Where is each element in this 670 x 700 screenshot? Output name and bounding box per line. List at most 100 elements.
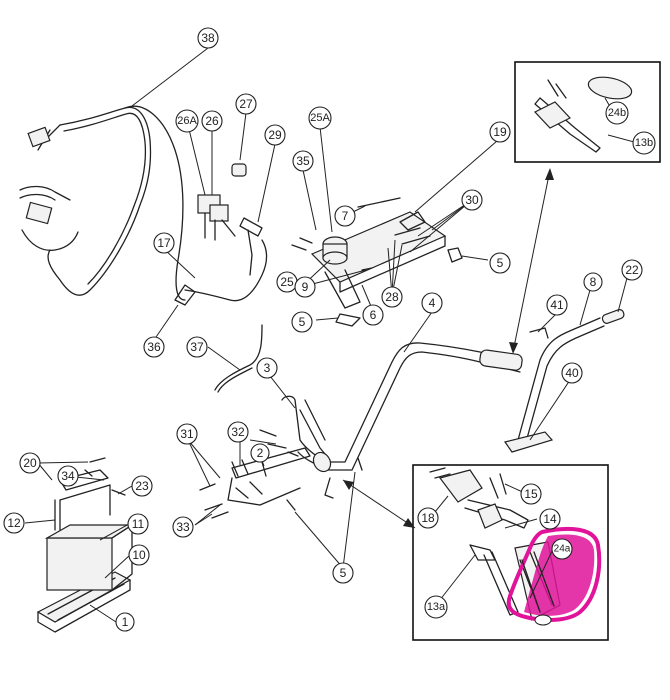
callout-label: 2 bbox=[257, 446, 264, 460]
callout-26A: 26A bbox=[175, 109, 199, 133]
callout-label: 17 bbox=[157, 236, 171, 250]
callout-label: 10 bbox=[132, 548, 146, 562]
callout-label: 23 bbox=[135, 479, 149, 493]
callout-2: 2 bbox=[250, 443, 270, 463]
callout-label: 13a bbox=[427, 601, 446, 613]
callout-label: 25 bbox=[280, 275, 294, 289]
callout-13a: 13a bbox=[424, 595, 448, 619]
callout-label: 15 bbox=[524, 487, 538, 501]
callout-30: 30 bbox=[461, 189, 483, 211]
callout-4: 4 bbox=[421, 292, 443, 314]
inset-throttle-detail bbox=[412, 464, 609, 641]
callout-28: 28 bbox=[381, 286, 403, 308]
callout-5-c: 5 bbox=[332, 562, 354, 584]
callout-label: 37 bbox=[190, 340, 204, 354]
callout-29: 29 bbox=[264, 124, 286, 146]
callout-label: 33 bbox=[176, 520, 190, 534]
callout-24b: 24b bbox=[605, 101, 629, 125]
callout-12: 12 bbox=[3, 512, 25, 534]
battery-box bbox=[36, 457, 135, 633]
callout-label: 7 bbox=[342, 209, 349, 223]
callout-3: 3 bbox=[256, 357, 278, 379]
cable-37 bbox=[214, 324, 263, 393]
callout-label: 26A bbox=[177, 115, 197, 127]
callout-label: 4 bbox=[429, 296, 436, 310]
callout-label: 31 bbox=[180, 427, 194, 441]
callout-label: 13b bbox=[635, 137, 653, 149]
callout-label: 26 bbox=[205, 114, 219, 128]
callout-40: 40 bbox=[561, 362, 583, 384]
callout-5-b: 5 bbox=[291, 311, 313, 333]
pointer-arrow-13b bbox=[509, 168, 554, 354]
callout-label: 29 bbox=[268, 128, 282, 142]
callout-label: 25A bbox=[310, 112, 330, 124]
callout-label: 20 bbox=[23, 456, 37, 470]
callout-27: 27 bbox=[235, 93, 257, 115]
callout-25A: 25A bbox=[308, 106, 332, 130]
callout-label: 30 bbox=[465, 193, 479, 207]
callout-8: 8 bbox=[583, 272, 603, 292]
callout-label: 41 bbox=[550, 298, 564, 312]
hardware-bolts bbox=[199, 429, 363, 519]
callout-23: 23 bbox=[131, 475, 153, 497]
callout-14: 14 bbox=[539, 508, 561, 530]
callout-label: 34 bbox=[61, 469, 75, 483]
callout-label: 12 bbox=[7, 516, 21, 530]
handlebar-frame bbox=[227, 342, 523, 506]
callout-41: 41 bbox=[546, 294, 568, 316]
callout-label: 5 bbox=[497, 256, 504, 270]
callout-9: 9 bbox=[294, 276, 316, 298]
callout-label: 36 bbox=[147, 340, 161, 354]
callout-label: 6 bbox=[370, 308, 377, 322]
callout-37: 37 bbox=[186, 336, 208, 358]
callout-label: 11 bbox=[132, 517, 145, 531]
callout-22: 22 bbox=[621, 259, 643, 281]
callout-label: 35 bbox=[296, 154, 310, 168]
callout-label: 28 bbox=[385, 290, 399, 304]
callout-label: 24a bbox=[554, 544, 571, 555]
callout-33: 33 bbox=[172, 516, 194, 538]
callout-5-a: 5 bbox=[489, 252, 511, 274]
callout-label: 14 bbox=[543, 512, 557, 526]
callout-label: 5 bbox=[340, 566, 347, 580]
callout-15: 15 bbox=[520, 483, 542, 505]
callout-24a: 24a bbox=[551, 538, 573, 560]
callout-label: 9 bbox=[302, 280, 309, 294]
callout-11: 11 bbox=[127, 513, 149, 535]
callout-label: 18 bbox=[421, 511, 435, 525]
mounting-plate bbox=[291, 197, 463, 327]
callout-label: 38 bbox=[201, 31, 215, 45]
callout-label: 1 bbox=[122, 615, 129, 629]
callout-32: 32 bbox=[227, 421, 249, 443]
callout-label: 24b bbox=[608, 107, 626, 119]
callout-31: 31 bbox=[176, 423, 198, 445]
callout-25: 25 bbox=[276, 271, 298, 293]
callout-34: 34 bbox=[57, 465, 79, 487]
callout-10: 10 bbox=[128, 544, 150, 566]
callout-label: 19 bbox=[493, 125, 507, 139]
callout-7: 7 bbox=[334, 205, 356, 227]
highlight-marker-24a bbox=[506, 526, 602, 622]
callout-label: 22 bbox=[625, 263, 639, 277]
callout-label: 3 bbox=[264, 361, 271, 375]
callout-20: 20 bbox=[19, 452, 41, 474]
wiring-harness bbox=[19, 105, 268, 306]
callout-17: 17 bbox=[153, 232, 175, 254]
callout-19: 19 bbox=[489, 121, 511, 143]
callout-label: 27 bbox=[239, 97, 253, 111]
kickstand-lever bbox=[504, 309, 625, 453]
callout-26: 26 bbox=[201, 110, 223, 132]
callout-35: 35 bbox=[292, 150, 314, 172]
relay-assembly bbox=[197, 163, 263, 276]
callout-13b: 13b bbox=[632, 131, 656, 155]
callout-36: 36 bbox=[143, 336, 165, 358]
callout-label: 40 bbox=[565, 366, 579, 380]
callout-6: 6 bbox=[362, 304, 384, 326]
callout-1: 1 bbox=[115, 612, 135, 632]
callout-label: 8 bbox=[590, 275, 597, 289]
callout-label: 32 bbox=[231, 425, 245, 439]
callout-label: 5 bbox=[299, 315, 306, 329]
callout-18: 18 bbox=[417, 507, 439, 529]
callout-38: 38 bbox=[197, 27, 219, 49]
